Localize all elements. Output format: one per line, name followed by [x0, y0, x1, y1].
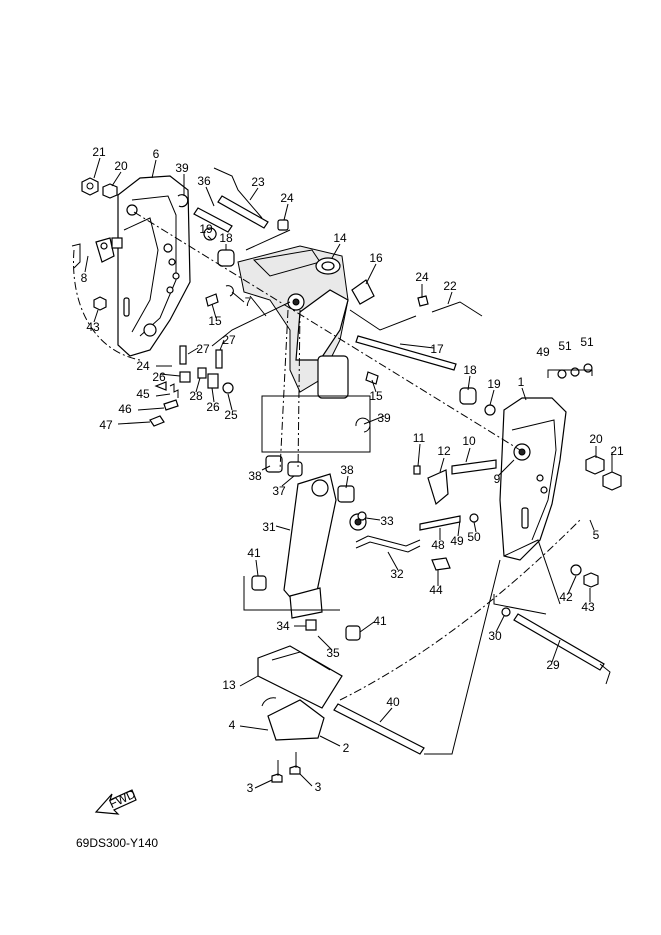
part-number-46: 46	[118, 402, 132, 416]
part-number-26: 26	[152, 370, 166, 384]
lower-mount	[257, 645, 343, 783]
part-number-37: 37	[272, 484, 286, 498]
part-number-6: 6	[153, 147, 160, 161]
label-plate	[351, 279, 375, 305]
part-number-31: 31	[262, 520, 276, 534]
part-number-19: 19	[487, 377, 501, 391]
bolt-48	[419, 513, 479, 531]
part-number-38: 38	[248, 469, 262, 483]
part-number-23: 23	[251, 175, 265, 189]
part-number-51: 51	[558, 339, 572, 353]
lock-parts	[413, 459, 497, 506]
swivel-bracket	[237, 245, 349, 399]
leader-lines	[73, 157, 613, 789]
part-number-49: 49	[536, 345, 550, 359]
part-number-29: 29	[546, 658, 560, 672]
part-number-39: 39	[175, 161, 189, 175]
part-number-34: 34	[276, 619, 290, 633]
part-number-15: 15	[369, 389, 383, 403]
part-number-30: 30	[488, 629, 502, 643]
part-number-38: 38	[340, 463, 354, 477]
part-number-39: 39	[377, 411, 391, 425]
part-number-18: 18	[219, 231, 233, 245]
part-number-41: 41	[373, 614, 387, 628]
part-number-18: 18	[463, 363, 477, 377]
part-number-47: 47	[99, 418, 113, 432]
part-number-28: 28	[189, 389, 203, 403]
left-hardware	[71, 177, 235, 311]
part-number-45: 45	[136, 387, 150, 401]
part-number-19: 19	[199, 222, 213, 236]
part-number-14: 14	[333, 231, 347, 245]
part-number-33: 33	[380, 514, 394, 528]
part-number-4: 4	[229, 718, 236, 732]
part-number-44: 44	[429, 583, 443, 597]
part-number-41: 41	[247, 546, 261, 560]
part-number-26: 26	[206, 400, 220, 414]
fwd-label: FWD	[107, 787, 138, 811]
part-number-2: 2	[343, 741, 350, 755]
part-number-24: 24	[280, 191, 294, 205]
part-number-11: 11	[413, 431, 426, 445]
part-number-35: 35	[326, 646, 340, 660]
part-number-21: 21	[610, 444, 624, 458]
part-number-16: 16	[369, 251, 383, 265]
release-lever	[355, 535, 451, 571]
part-number-43: 43	[86, 320, 100, 334]
part-number-3: 3	[247, 781, 254, 795]
part-number-25: 25	[224, 408, 238, 422]
fwd-arrow: FWD	[94, 787, 138, 815]
part-number-21: 21	[92, 145, 106, 159]
tilt-cylinder	[251, 455, 367, 641]
part-number-3: 3	[315, 780, 322, 794]
part-number-24: 24	[136, 359, 150, 373]
part-number-9: 9	[494, 472, 501, 486]
part-number-20: 20	[589, 432, 603, 446]
part-number-42: 42	[559, 590, 573, 604]
part-number-5: 5	[593, 528, 600, 542]
part-number-15: 15	[208, 314, 222, 328]
part-number-43: 43	[581, 600, 595, 614]
part-number-27: 27	[196, 342, 210, 356]
clamp-bracket-left	[117, 175, 191, 357]
small-hardware	[149, 285, 483, 521]
part-number-10: 10	[462, 434, 476, 448]
part-number-36: 36	[197, 174, 211, 188]
part-number-51: 51	[580, 335, 594, 349]
part-number-49: 49	[450, 534, 464, 548]
part-number-27: 27	[222, 333, 236, 347]
part-number-22: 22	[443, 279, 457, 293]
clamp-bracket-right	[499, 363, 622, 561]
part-number-7: 7	[245, 295, 252, 309]
part-number-1: 1	[518, 375, 525, 389]
part-number-8: 8	[81, 271, 88, 285]
pin-and-bolt	[193, 167, 289, 233]
part-number-40: 40	[386, 695, 400, 709]
part-number-32: 32	[390, 567, 404, 581]
part-number-24: 24	[415, 270, 429, 284]
diagram-code: 69DS300-Y140	[76, 836, 159, 850]
part-number-50: 50	[467, 530, 481, 544]
shaft-40	[333, 703, 425, 755]
tilt-shaft	[355, 335, 496, 416]
part-number-12: 12	[437, 444, 451, 458]
part-number-20: 20	[114, 159, 128, 173]
part-number-48: 48	[431, 538, 445, 552]
part-number-17: 17	[430, 342, 444, 356]
part-number-13: 13	[222, 678, 236, 692]
